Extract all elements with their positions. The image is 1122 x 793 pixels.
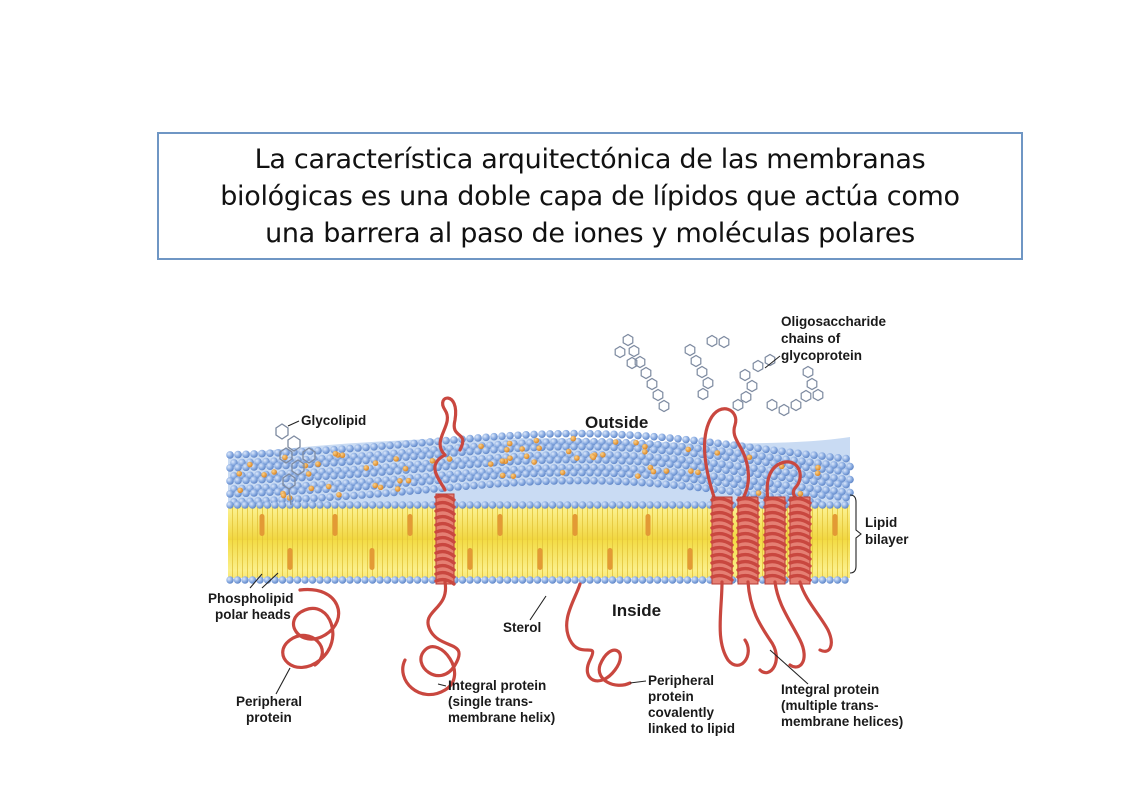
outer-leaflet-surface (226, 429, 854, 506)
bilayer-bracket (849, 494, 862, 574)
sterol-leader (529, 595, 547, 621)
surface-sterol-dots (236, 435, 821, 503)
lipid-bilayer-label-1: Lipid (865, 515, 897, 530)
phospholipid-label-2: polar heads (215, 607, 291, 622)
title-line-3: una barrera al paso de iones y moléculas… (265, 217, 915, 249)
title-line-1: La característica arquitectónica de las … (254, 143, 926, 175)
outside-label: Outside (585, 413, 648, 432)
integral-protein-single-helix (401, 396, 465, 697)
oligo-label-2: chains of (781, 331, 841, 346)
oligosaccharide-chains (614, 333, 824, 417)
integral-multi-leader (769, 649, 809, 685)
peripheral-label-1: Peripheral (236, 694, 302, 709)
lipid-bilayer-label-2: bilayer (865, 532, 909, 547)
integral-multi-label-3: membrane helices) (781, 714, 903, 729)
integral-single-label-2: (single trans- (448, 694, 533, 709)
outer-leaflet-edge-heads (226, 501, 849, 509)
oligo-label-1: Oligosaccharide (781, 314, 887, 329)
integral-single-leader (437, 683, 447, 687)
title-line-2: biológicas es una doble capa de lípidos … (220, 180, 960, 212)
oligo-leader (764, 355, 781, 369)
phospholipid-leader (249, 572, 279, 589)
sterol-label: Sterol (503, 620, 541, 635)
glycolipid-leader (287, 420, 300, 427)
peripheral-lipid-label-3: covalently (648, 705, 715, 720)
peripheral-label-2: protein (246, 710, 292, 725)
glycolipid-sugar-chain (275, 423, 316, 506)
outer-polar-heads (226, 429, 854, 506)
peripheral-leader (275, 667, 291, 695)
labels: Outside Inside Glycolipid Oligosaccharid… (208, 314, 909, 736)
integral-multi-label-2: (multiple trans- (781, 698, 879, 713)
integral-protein-multi-helix (702, 407, 833, 675)
integral-single-label-1: Integral protein (448, 678, 546, 693)
integral-multi-label-1: Integral protein (781, 682, 879, 697)
glycolipid-label: Glycolipid (301, 413, 366, 428)
peripheral-lipid-label-4: linked to lipid (648, 721, 735, 736)
peripheral-lipid-label-2: protein (648, 689, 694, 704)
peripheral-protein-lipid-linked (565, 582, 632, 687)
inside-label: Inside (612, 601, 661, 620)
peripheral-lipid-leader (629, 680, 647, 684)
phospholipid-label-1: Phospholipid (208, 591, 294, 606)
oligo-label-3: glycoprotein (781, 348, 862, 363)
sterol-molecules (259, 514, 838, 570)
peripheral-lipid-label-1: Peripheral (648, 673, 714, 688)
peripheral-protein-left (281, 587, 341, 669)
integral-single-label-3: membrane helix) (448, 710, 555, 725)
title-box: La característica arquitectónica de las … (157, 132, 1023, 260)
